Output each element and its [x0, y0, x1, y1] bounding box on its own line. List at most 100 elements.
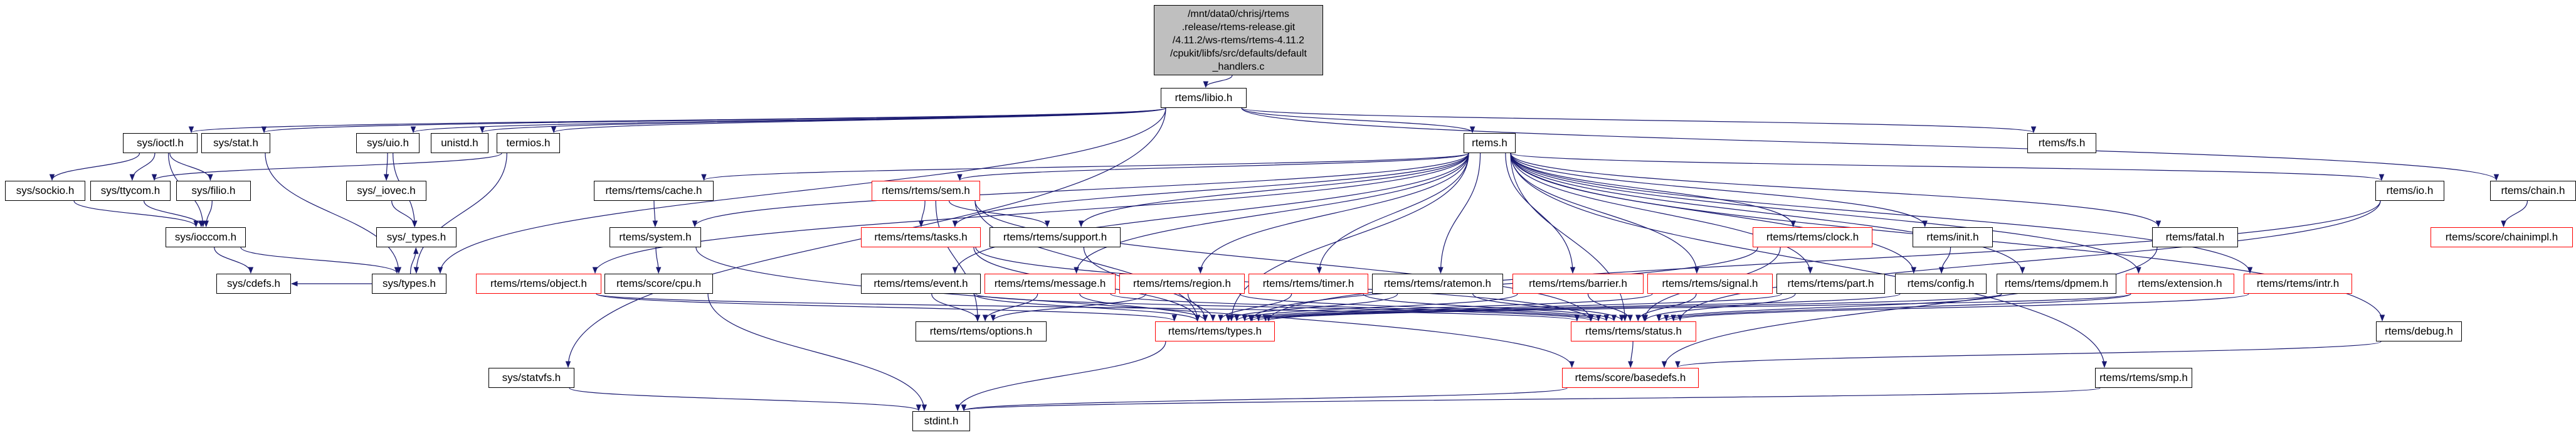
graph-node-ioccom[interactable]: sys/ioccom.h: [166, 227, 246, 247]
include-edge-barrier-to-status: [1587, 293, 1633, 322]
include-edge-smp-to-stdint: [961, 387, 2101, 412]
graph-node-cdefs[interactable]: sys/cdefs.h: [216, 274, 291, 294]
graph-node-sockio[interactable]: sys/sockio.h: [5, 181, 85, 201]
include-edge-rtems-to-clock: [1510, 153, 1796, 228]
graph-node-message[interactable]: rtems/rtems/message.h: [984, 274, 1116, 294]
include-edge-ioccom-to-types: [240, 247, 400, 274]
graph-node-part[interactable]: rtems/rtems/part.h: [1776, 274, 1885, 294]
include-edge-status-to-basedefs: [1627, 341, 1634, 368]
graph-node-rtypes[interactable]: rtems/rtems/types.h: [1155, 321, 1275, 341]
include-edge-rtems-to-sem: [957, 153, 1469, 181]
graph-node-chain[interactable]: rtems/chain.h: [2490, 181, 2576, 201]
graph-node-fs[interactable]: rtems/fs.h: [2027, 133, 2096, 153]
graph-node-iovec[interactable]: sys/_iovec.h: [346, 181, 426, 201]
include-edge-sem-to-support: [948, 200, 1050, 228]
include-edge-libio-to-types: [437, 107, 1166, 274]
graph-node-termios[interactable]: termios.h: [497, 133, 560, 153]
graph-node-label-line: /cpukit/libfs/src/defaults/default: [1170, 48, 1307, 59]
include-edge-event-to-status: [975, 293, 1593, 322]
include-edge-types-to-_types: [409, 247, 419, 274]
graph-node-ioctl[interactable]: sys/ioctl.h: [123, 133, 198, 153]
graph-node-basedefs[interactable]: rtems/score/basedefs.h: [1562, 368, 1699, 388]
include-edge-ioccom-to-cdefs: [214, 247, 254, 274]
include-edge-message-to-options: [982, 293, 1038, 322]
graph-node-support[interactable]: rtems/rtems/support.h: [990, 227, 1121, 247]
include-edge-system-to-basedefs: [695, 247, 1575, 368]
include-edge-extension-to-status: [1664, 293, 2131, 322]
graph-node-tasks[interactable]: rtems/rtems/tasks.h: [861, 227, 981, 247]
include-edge-io-to-rtypes: [1265, 200, 2381, 322]
graph-node-clock[interactable]: rtems/rtems/clock.h: [1753, 227, 1872, 247]
graph-node-statvfs[interactable]: sys/statvfs.h: [488, 368, 574, 388]
graph-node-sem[interactable]: rtems/rtems/sem.h: [872, 181, 980, 201]
include-edge-part-to-rtypes: [1249, 293, 1782, 322]
include-edge-rtems-to-cache: [701, 153, 1469, 181]
include-edge-rtems-to-init: [1510, 153, 1928, 228]
include-edge-clock-to-rtypes: [1248, 247, 1758, 322]
include-edge-rtems-to-dpmem: [1510, 153, 2025, 274]
include-edge-timer-to-status: [1363, 293, 1617, 322]
graph-node-signal[interactable]: rtems/rtems/signal.h: [1647, 274, 1773, 294]
include-edge-rtems-to-region: [1198, 153, 1469, 274]
include-edge-cpu-to-stdint: [707, 293, 927, 412]
graph-node-options[interactable]: rtems/rtems/options.h: [916, 321, 1047, 341]
include-edge-fatal-to-basedefs: [1661, 247, 2158, 368]
graph-node-intr[interactable]: rtems/rtems/intr.h: [2244, 274, 2352, 294]
graph-node-init[interactable]: rtems/init.h: [1913, 227, 1993, 247]
graph-node-cache[interactable]: rtems/rtems/cache.h: [594, 181, 714, 201]
graph-node-chainimpl[interactable]: rtems/score/chainimpl.h: [2431, 227, 2573, 247]
graph-node-system[interactable]: rtems/system.h: [610, 227, 701, 247]
include-edge-cache-to-system: [652, 200, 658, 228]
graph-node-libio[interactable]: rtems/libio.h: [1161, 88, 1247, 108]
include-edge-object-to-status: [596, 293, 1580, 322]
include-edge-ratemon-to-status: [1472, 293, 1625, 322]
include-edge-uio-to-iovec: [383, 153, 389, 181]
include-edge-rtems-to-support: [1078, 153, 1469, 228]
graph-node-event[interactable]: rtems/rtems/event.h: [861, 274, 981, 294]
graph-node-status[interactable]: rtems/rtems/status.h: [1571, 321, 1696, 341]
graph-node-label-line: /mnt/data0/chrisj/rtems: [1188, 8, 1289, 19]
graph-node-uio[interactable]: sys/uio.h: [356, 133, 420, 153]
include-edge-libio-to-termios: [551, 107, 1166, 134]
include-edge-region-to-rtypes: [1187, 293, 1216, 322]
graph-node-io[interactable]: rtems/io.h: [2375, 181, 2444, 201]
include-edge-termios-to-ttycom: [152, 153, 502, 181]
graph-node-filio[interactable]: sys/filio.h: [176, 181, 251, 201]
include-edge-src-to-libio: [1203, 75, 1233, 89]
include-edge-filio-to-ioccom: [203, 200, 213, 228]
include-edge-rtems-to-timer: [1316, 153, 1469, 274]
include-edge-ioctl-to-sockio: [49, 153, 140, 181]
include-edge-config-to-rtypes: [1256, 293, 1901, 322]
graph-node-types[interactable]: sys/types.h: [372, 274, 446, 294]
graph-node-unistd[interactable]: unistd.h: [431, 133, 488, 153]
include-edge-rtems-to-intr: [1510, 153, 2253, 274]
include-edge-libio-to-fs: [1241, 107, 2036, 134]
include-edge-intr-to-status: [1671, 293, 2249, 322]
graph-node-ttycom[interactable]: sys/ttycom.h: [90, 181, 171, 201]
graph-node-region[interactable]: rtems/rtems/region.h: [1119, 274, 1245, 294]
graph-node-ratemon[interactable]: rtems/rtems/ratemon.h: [1372, 274, 1503, 294]
graph-node-fatal[interactable]: rtems/fatal.h: [2152, 227, 2238, 247]
include-edge-init-to-config: [1938, 247, 1951, 274]
include-edge-rtems-to-status: [1510, 153, 1628, 322]
graph-node-extension[interactable]: rtems/extension.h: [2126, 274, 2234, 294]
graph-node-dpmem[interactable]: rtems/rtems/dpmem.h: [1997, 274, 2116, 294]
graph-node-barrier[interactable]: rtems/rtems/barrier.h: [1512, 274, 1644, 294]
include-edge-rtems-to-extension: [1510, 153, 2141, 274]
include-edge-region-to-status: [1239, 293, 1609, 322]
graph-node-debug[interactable]: rtems/debug.h: [2376, 321, 2462, 341]
graph-node-_types[interactable]: sys/_types.h: [376, 227, 457, 247]
include-edge-ioctl-to-filio: [169, 153, 213, 181]
include-edge-rtems-to-barrier: [1505, 153, 1576, 274]
graph-node-timer[interactable]: rtems/rtems/timer.h: [1248, 274, 1368, 294]
graph-node-cpu[interactable]: rtems/score/cpu.h: [604, 274, 713, 294]
include-edge-rtems-to-object: [592, 153, 1469, 274]
graph-node-config[interactable]: rtems/config.h: [1895, 274, 1987, 294]
include-edge-io-to-status: [1677, 200, 2381, 322]
graph-node-stdint[interactable]: stdint.h: [912, 411, 970, 431]
graph-node-smp[interactable]: rtems/rtems/smp.h: [2095, 368, 2192, 388]
graph-node-object[interactable]: rtems/rtems/object.h: [476, 274, 601, 294]
graph-node-stat[interactable]: sys/stat.h: [201, 133, 270, 153]
graph-node-rtems[interactable]: rtems.h: [1464, 133, 1516, 153]
